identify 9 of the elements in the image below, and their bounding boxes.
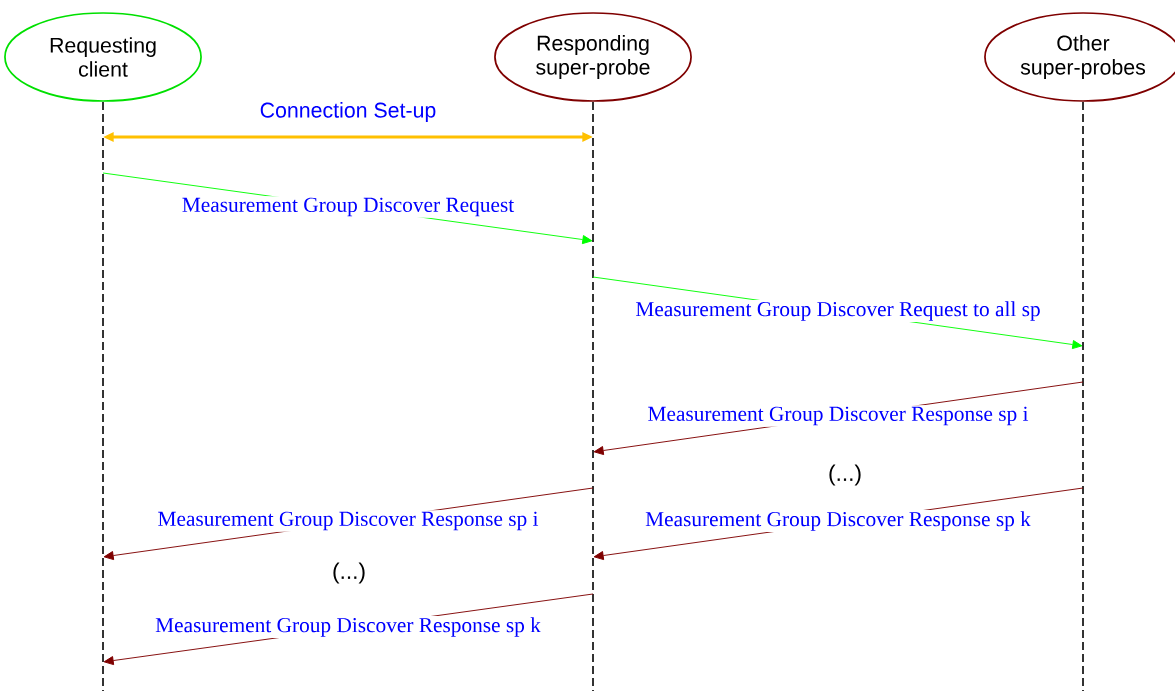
edge-label: Measurement Group Discover Response sp k	[153, 616, 543, 638]
ellipsis-note: (...)	[333, 562, 365, 584]
edge-label: Connection Set-up	[260, 102, 436, 122]
edge-label: Measurement Group Discover Request to all sp	[634, 300, 1042, 322]
edge-label: Measurement Group Discover Response sp i	[156, 510, 540, 532]
edge-label: Measurement Group Discover Request	[180, 196, 516, 218]
edge-label: Measurement Group Discover Response sp k	[643, 510, 1033, 532]
edge-label: Measurement Group Discover Response sp i	[646, 405, 1030, 427]
ellipsis-note: (...)	[829, 464, 861, 486]
